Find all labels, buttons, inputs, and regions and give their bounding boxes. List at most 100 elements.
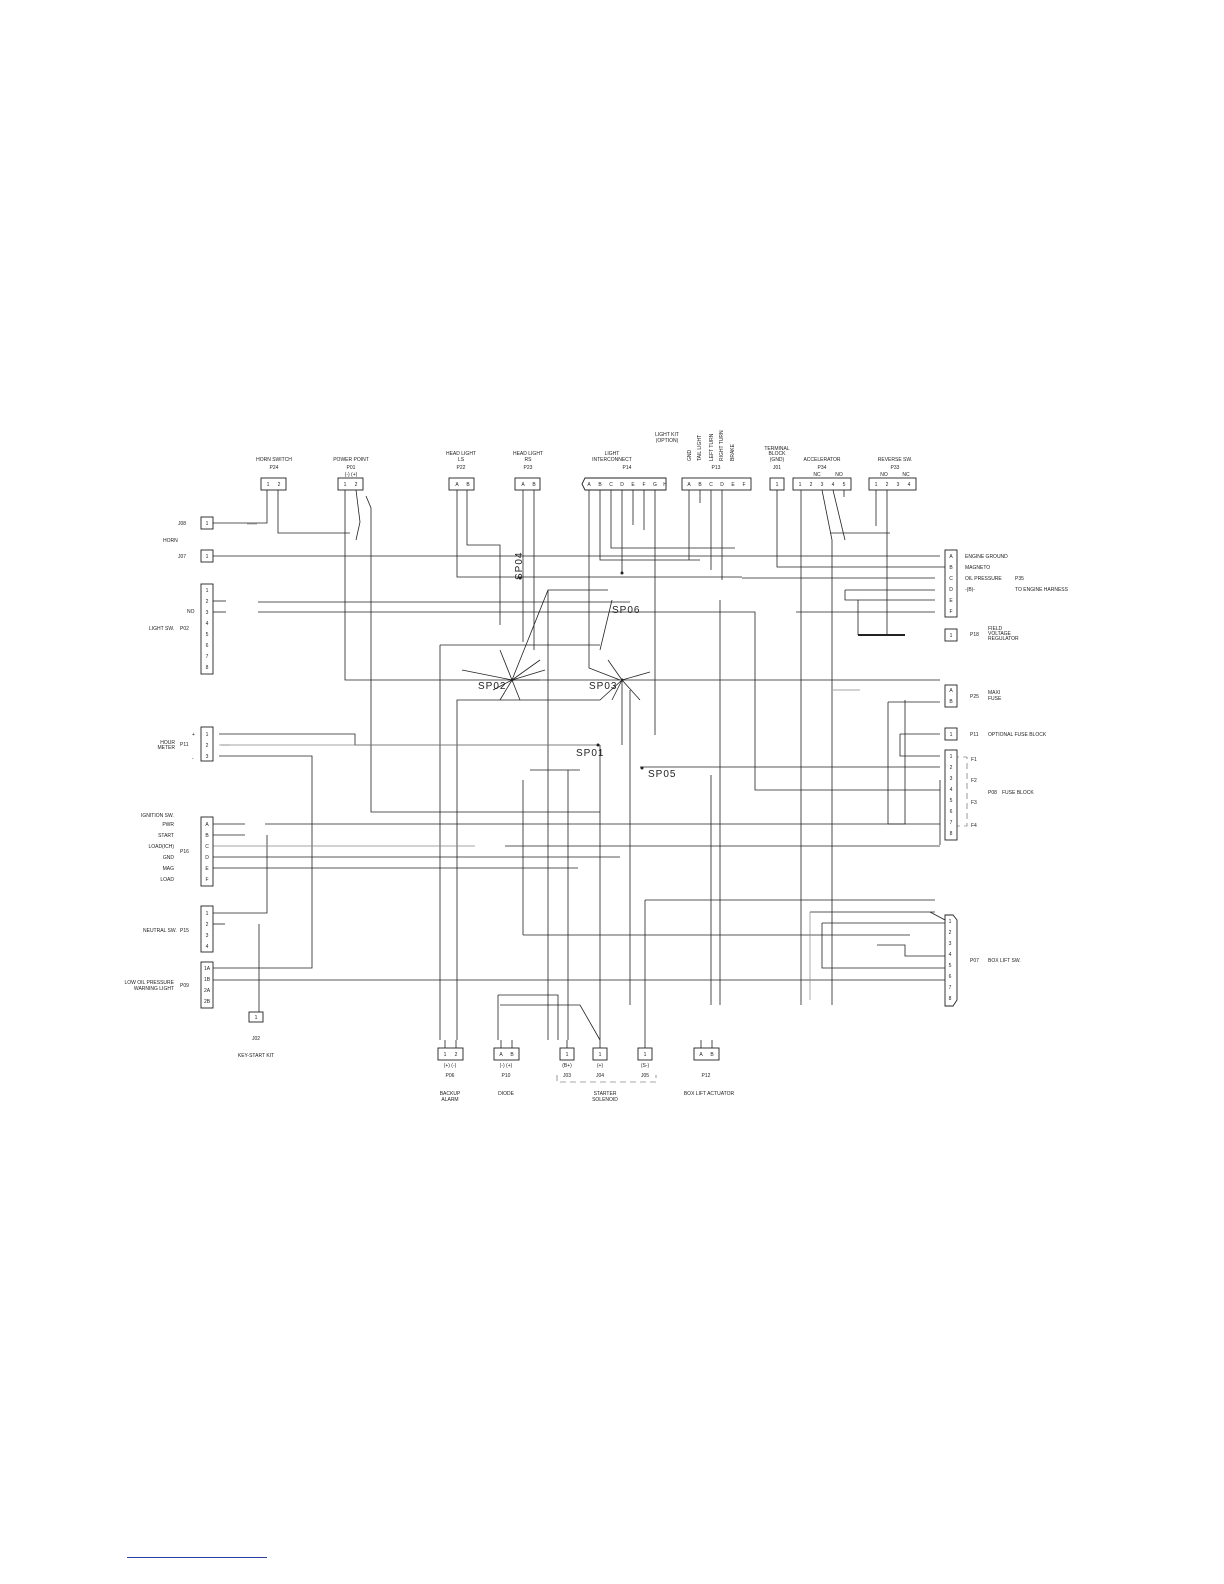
solenoid-group-bracket: [556, 1075, 657, 1083]
pin: 2: [206, 743, 209, 749]
splice-sp02: SP02: [478, 681, 506, 692]
connector-p34: [792, 477, 852, 491]
p13-col-tail: TAIL LIGHT: [697, 435, 703, 461]
connector-p15: [200, 905, 214, 953]
connector-p12: [693, 1047, 720, 1061]
bottom-labels: (+) (-) P06 BACKUP ALARM (-) (+) P10 DIO…: [440, 1063, 735, 1103]
pin: 1: [644, 1052, 647, 1058]
backup-alarm-label-2: ALARM: [441, 1097, 458, 1103]
fuse-f2: F2: [971, 778, 977, 784]
j05-label: J05: [641, 1073, 649, 1079]
power-point-label: POWER POINT: [333, 457, 369, 463]
p15-label: P15: [180, 928, 189, 934]
p33-label: P33: [891, 465, 900, 471]
neutral-sw-label: NEUTRAL SW.: [143, 928, 177, 934]
key-start-kit-label: KEY-START KIT: [238, 1053, 274, 1059]
footnote-rule: [127, 1557, 267, 1558]
pin: D: [720, 482, 724, 488]
pin: 7: [949, 985, 952, 991]
pin: 1: [267, 482, 270, 488]
pin: C: [205, 844, 209, 850]
pin: E: [949, 598, 953, 604]
pin: 5: [950, 798, 953, 804]
fuse-f1: F1: [971, 757, 977, 763]
terminal-block-gnd: (GND): [770, 457, 785, 463]
pin: A: [587, 482, 591, 488]
connector-p23: [514, 477, 541, 491]
oil-pressure-label: OIL PRESSURE: [965, 576, 1002, 582]
connector-j07: [200, 549, 214, 563]
p33-nc: NC: [902, 472, 910, 478]
pin: 1: [206, 588, 209, 594]
p01-label: P01: [347, 465, 356, 471]
horn-switch-label: HORN SWITCH: [256, 457, 292, 463]
pin: 2: [278, 482, 281, 488]
p08-label: P08: [988, 790, 997, 796]
p34-label: P34: [818, 465, 827, 471]
hour-meter-label-2: METER: [158, 745, 176, 751]
pin: 3: [206, 754, 209, 760]
bottom-stubs: [444, 1040, 713, 1048]
ignition-start: START: [158, 833, 174, 839]
pin: 3: [206, 933, 209, 939]
pin: 2: [950, 765, 953, 771]
p02-label: P02: [180, 626, 189, 632]
connector-p11: [200, 726, 214, 762]
low-oil-label: LOW OIL PRESSURE: [124, 980, 174, 986]
pin: 4: [832, 482, 835, 488]
pin: G: [653, 482, 657, 488]
engine-ground-label: ENGINE GROUND: [965, 554, 1008, 560]
splice-sp04: SP04: [514, 552, 525, 580]
pin: 1: [799, 482, 802, 488]
pin: 1B: [204, 977, 211, 983]
head-light-ls-side: LS: [458, 457, 465, 463]
pin: 2B: [204, 999, 211, 1005]
terminal-block-label-2: BLOCK: [769, 451, 787, 457]
pin: 1: [776, 482, 779, 488]
pin: 4: [908, 482, 911, 488]
accelerator-label: ACCELERATOR: [803, 457, 840, 463]
p34-nc: NC: [813, 472, 821, 478]
p11-fuse-label: P11: [970, 732, 979, 738]
pin: 5: [206, 632, 209, 638]
fuse-label: FUSE: [988, 696, 1002, 702]
pin: 2A: [204, 988, 211, 994]
light-kit-label: LIGHT KIT: [655, 432, 679, 438]
pin: 6: [950, 809, 953, 815]
pin: A: [949, 688, 953, 694]
p10-label: P10: [502, 1073, 511, 1079]
p11-minus: -: [192, 756, 194, 762]
ignition-load-ich: LOAD(ICH): [148, 844, 174, 850]
hour-meter-label: HOUR: [160, 740, 175, 746]
pin: D: [205, 855, 209, 861]
maxi-label: MAXI: [988, 690, 1000, 696]
p23-label: P23: [524, 465, 533, 471]
p06-label: P06: [446, 1073, 455, 1079]
pin: 4: [950, 787, 953, 793]
pin: 1: [255, 1015, 258, 1021]
connector-p14: [581, 477, 667, 491]
ignition-gnd: GND: [163, 855, 175, 861]
pin: B: [710, 1052, 714, 1058]
pin: 2: [355, 482, 358, 488]
connector-p10: [493, 1047, 520, 1061]
pin: A: [687, 482, 691, 488]
pin: 1: [344, 482, 347, 488]
reverse-sw-label: REVERSE SW.: [878, 457, 912, 463]
connector-j08: [200, 516, 214, 530]
pin: 3: [206, 610, 209, 616]
wires: [213, 489, 946, 1041]
pin: 3: [949, 941, 952, 947]
ignition-mag: MAG: [163, 866, 175, 872]
starter-solenoid-label-2: SOLENOID: [592, 1097, 618, 1103]
pin: 4: [949, 952, 952, 958]
pin: F: [742, 482, 745, 488]
pin: F: [949, 609, 952, 615]
left-connectors: 1 1 1 2 3 4 5 6 7 8 1 2 3 A B C D E F 1 …: [200, 516, 264, 1023]
pin: E: [731, 482, 735, 488]
pin: 7: [950, 820, 953, 826]
pin: 5: [949, 963, 952, 969]
connector-p01: [337, 477, 364, 491]
p24-label: P24: [270, 465, 279, 471]
j08-label: J08: [178, 521, 186, 527]
